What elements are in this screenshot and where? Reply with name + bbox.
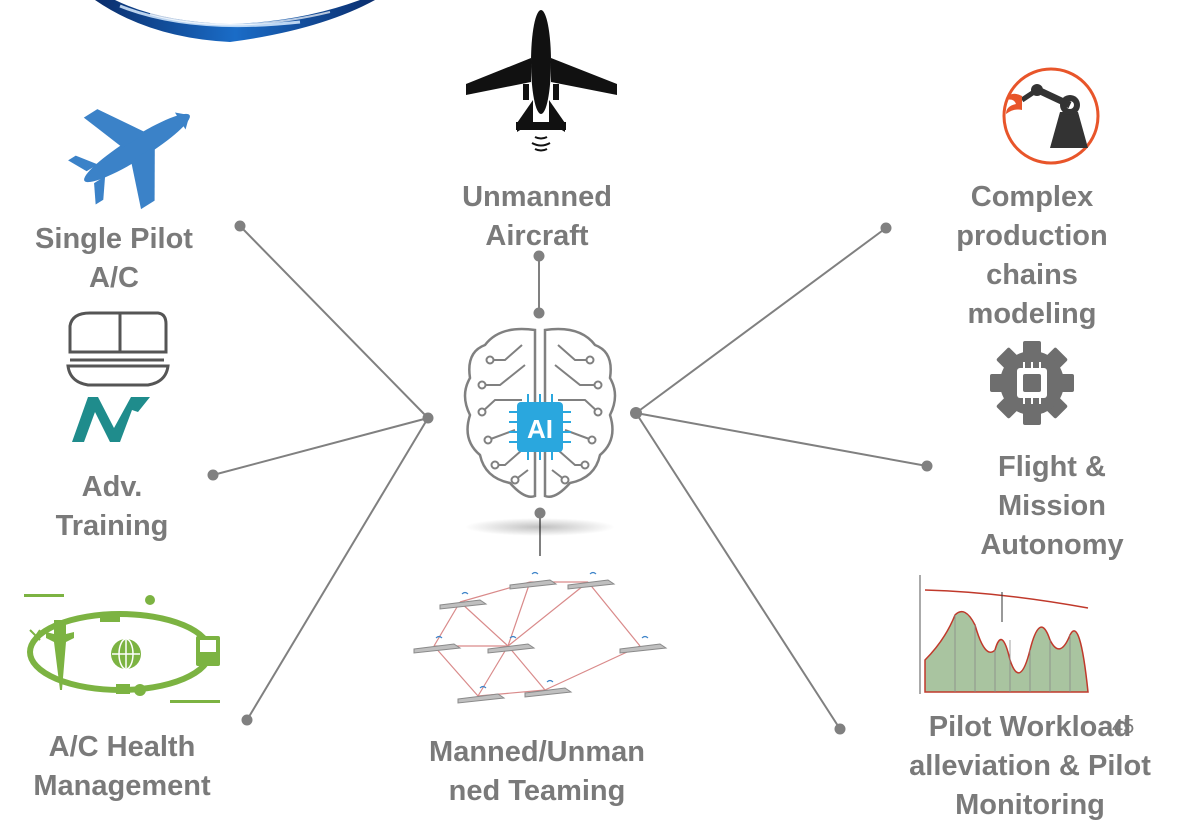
label-complex-production: Complex production chains modeling xyxy=(956,181,1108,330)
connector-health xyxy=(246,417,429,721)
connector-dot xyxy=(880,222,892,234)
connector-dot xyxy=(533,250,545,262)
ai-badge-text: AI xyxy=(527,414,553,444)
connector-dot xyxy=(241,714,253,726)
label-flight-mission: Flight & Mission Autonomy xyxy=(980,451,1124,561)
connector-flight xyxy=(635,412,928,467)
connector-complex xyxy=(635,227,887,414)
label-single-pilot: Single Pilot A/C xyxy=(35,223,193,294)
connector-dot xyxy=(921,460,933,472)
connector-single-pilot xyxy=(239,225,429,419)
label-pilot-workload: Pilot Workload alleviation & Pilot Monit… xyxy=(909,711,1151,821)
connector-dot xyxy=(834,723,846,735)
connector-dot xyxy=(533,307,545,319)
connector-adv-training xyxy=(212,417,429,476)
connector-dot xyxy=(207,469,219,481)
label-adv-training: Adv. Training xyxy=(55,471,169,542)
connector-dot xyxy=(234,220,246,232)
page-number: 45 xyxy=(1112,716,1135,738)
label-health-management: A/C Health Management xyxy=(33,731,211,802)
connector-dot xyxy=(630,407,642,419)
label-unmanned-aircraft: Unmanned Aircraft xyxy=(462,181,612,252)
connector-dot xyxy=(422,412,434,424)
label-teaming: Manned/Unman ned Teaming xyxy=(429,736,645,807)
connector-dot xyxy=(534,507,546,519)
connector-workload xyxy=(635,412,841,730)
